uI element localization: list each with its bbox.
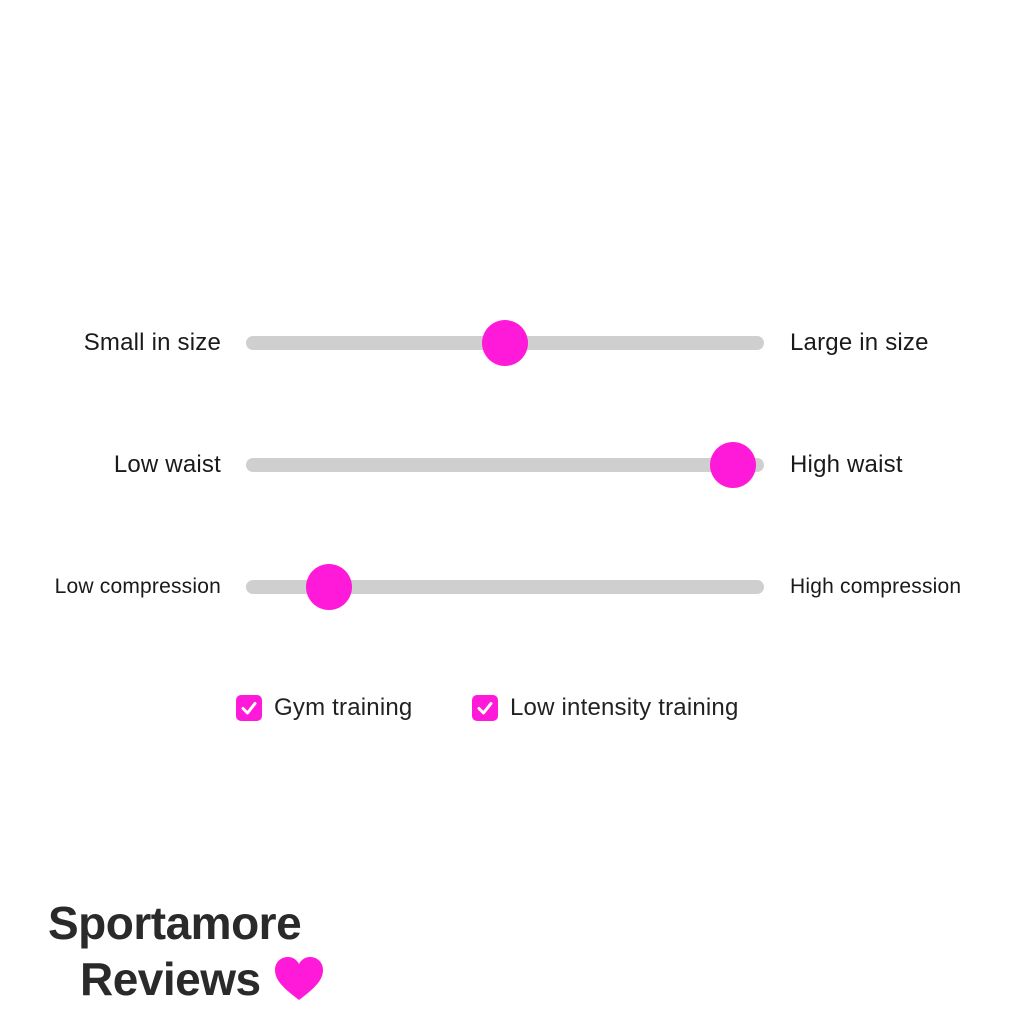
checkbox-group: Gym training Low intensity training (0, 690, 1024, 726)
heart-icon (274, 957, 323, 1000)
checkbox-low-intensity-training[interactable]: Low intensity training (472, 690, 739, 726)
checkmark-icon (241, 702, 257, 715)
slider-track[interactable] (246, 458, 764, 472)
brand-subtitle-row: Reviews (80, 951, 325, 1007)
slider-row-waist: Low waist High waist (0, 435, 1024, 495)
slider-thumb[interactable] (482, 320, 528, 366)
slider-right-label: Large in size (790, 329, 929, 356)
slider-track[interactable] (246, 580, 764, 594)
slider-thumb[interactable] (305, 564, 352, 610)
slider-thumb[interactable] (709, 442, 756, 488)
slider-row-compression: Low compression High compression (0, 557, 1024, 617)
checkbox-gym-training[interactable]: Gym training (236, 690, 412, 726)
slider-row-size: Small in size Large in size (0, 313, 1024, 373)
checkbox-label: Gym training (274, 694, 413, 721)
checkbox[interactable] (236, 695, 262, 721)
slider-left-label: Small in size (83, 329, 221, 356)
slider-left-label: Low waist (113, 451, 221, 478)
slider-right-label: High compression (790, 575, 962, 598)
brand-subtitle: Reviews (80, 953, 261, 1005)
brand-name: Sportamore (48, 897, 302, 949)
slider-right-label: High waist (790, 451, 903, 478)
slider-left-label: Low compression (54, 575, 221, 598)
checkmark-icon (477, 702, 493, 715)
checkbox[interactable] (472, 695, 498, 721)
brand-logo: Sportamore Reviews (48, 895, 325, 1007)
checkbox-label: Low intensity training (510, 694, 739, 721)
